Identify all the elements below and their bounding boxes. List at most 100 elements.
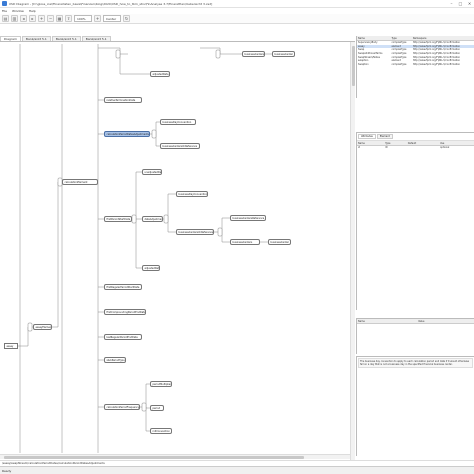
- zoom-value: 100%: [77, 16, 86, 21]
- vertical-scroll-thumb[interactable]: [352, 46, 355, 86]
- cell-namespace: http://www.fpml.org/FpML-5/confirmation: [412, 48, 461, 52]
- col-namespace[interactable]: Namespace: [411, 36, 474, 41]
- diagram-node-adjusted-date-top[interactable]: adjustedDate: [150, 71, 170, 77]
- print-icon[interactable]: ▦: [56, 15, 63, 22]
- diagram-node-frequency[interactable]: calculationPeriodFrequency: [104, 404, 140, 410]
- zoom-select[interactable]: 100%: [74, 15, 92, 22]
- tab-bank-2[interactable]: Bank/ankt 5.1: [51, 36, 81, 41]
- export-icon[interactable]: ⇪: [65, 15, 72, 22]
- diagram-node-period[interactable]: period: [150, 405, 164, 411]
- tab-attributes[interactable]: Attributes: [358, 134, 376, 139]
- horizontal-scroll-thumb[interactable]: [4, 456, 304, 459]
- cell-type: element: [390, 44, 412, 49]
- cell-namespace: http://www.fpml.org/FpML-5/confirmation: [412, 62, 461, 66]
- col-attr-type[interactable]: Type: [384, 141, 407, 146]
- diagram-node-first-compounding[interactable]: firstCompoundingPeriodEndDate: [104, 309, 146, 315]
- diagram-node-bcr-2[interactable]: businessCentersOrReference: [176, 229, 214, 235]
- back-icon[interactable]: ◂: [20, 15, 27, 22]
- diagram-node-business-center-top[interactable]: businessCenter: [272, 51, 295, 57]
- diagram-node-relative-termination[interactable]: relativeTerminationDate: [104, 97, 142, 103]
- cell-type: complexType: [391, 52, 407, 56]
- menu-window[interactable]: Window: [12, 9, 24, 13]
- open-icon[interactable]: ▤: [2, 15, 9, 22]
- diagram-node-business-centers-top[interactable]: businessCenters: [242, 51, 265, 57]
- canvas-horizontal-scrollbar[interactable]: [0, 454, 350, 459]
- cell-namespace: http://www.fpml.org/FpML-5/confirmation: [411, 44, 474, 49]
- expand-icon[interactable]: +: [38, 15, 45, 22]
- attributes-panel: Attributes Element Name Type Default Use…: [356, 132, 474, 310]
- tab-bank-3[interactable]: Bank/ankt 5.1: [81, 36, 111, 41]
- maximize-button[interactable]: □: [458, 1, 463, 6]
- cell-attr-use: optional: [439, 146, 450, 150]
- col-facet-value[interactable]: Value: [417, 319, 474, 324]
- save-icon[interactable]: ▥: [11, 15, 18, 22]
- col-attr-use[interactable]: Use: [438, 141, 474, 146]
- tab-element[interactable]: Element: [376, 134, 393, 139]
- cell-name: SwapStream/Notes: [358, 55, 380, 59]
- col-attr-default[interactable]: Default: [406, 141, 439, 146]
- col-name[interactable]: Name: [357, 36, 391, 41]
- diagram-node-adjusted-date[interactable]: adjustedDate: [142, 265, 160, 271]
- diagram-node-bcr-1[interactable]: businessCentersOrReference: [160, 143, 200, 149]
- refresh-icon[interactable]: ↻: [123, 15, 130, 22]
- cell-namespace: http://www.fpml.org/FpML-5/confirmation: [412, 52, 461, 56]
- align-select[interactable]: Center: [103, 15, 121, 22]
- table-row[interactable]: id ID optional: [357, 146, 474, 150]
- diagram-node-first-regular[interactable]: firstRegularPeriodStartDate: [104, 284, 142, 290]
- toolbar: ▤ ▥ ◂ ▸ + − ▦ ⇪ 100% + Center ↻: [0, 14, 474, 24]
- diagram-node-essay-element[interactable]: essayElement: [33, 324, 52, 330]
- diagram-node-bdc-2[interactable]: businessDayConvention: [176, 191, 208, 197]
- title-bar: XSD Diagram - [D:\gloss_ical\Finanzdaten…: [0, 0, 474, 8]
- diagram-node-last-regular[interactable]: lastRegularPeriodEndDate: [104, 334, 142, 340]
- minimize-button[interactable]: –: [450, 1, 453, 6]
- diagram-node-bdc-1[interactable]: businessDayConvention: [160, 119, 196, 125]
- diagram-node-period-multiplier[interactable]: periodMultiplier: [150, 381, 172, 387]
- element-path: /essay/swapStream/calculationPeriodDates…: [0, 460, 474, 466]
- cell-type: element: [391, 59, 401, 63]
- col-type[interactable]: Type: [390, 36, 412, 41]
- diagram-node-unadjusted-date[interactable]: unadjustedDate: [142, 169, 162, 175]
- diagram-node-business-centers[interactable]: businessCenters: [230, 239, 260, 245]
- cell-type: complexType: [391, 41, 407, 45]
- attributes-table: Name Type Default Use id ID optional: [357, 141, 474, 150]
- menu-file[interactable]: File: [2, 9, 8, 13]
- diagram-node-calculation[interactable]: calculationElement: [62, 179, 98, 185]
- col-facet-name[interactable]: Name: [357, 319, 418, 324]
- close-button[interactable]: ✕: [467, 1, 472, 6]
- cell-name: essay: [357, 44, 391, 49]
- align-value: Center: [106, 16, 117, 21]
- forward-icon[interactable]: ▸: [29, 15, 36, 22]
- canvas-vertical-scrollbar[interactable]: [350, 42, 355, 460]
- documentation-text: The business day convention to apply to …: [358, 358, 473, 368]
- attributes-tabs: Attributes Element: [357, 133, 474, 141]
- table-row[interactable]: SwapStream/Notes complexType http://www.fp…: [357, 55, 474, 59]
- diagram-node-root[interactable]: essay: [4, 343, 18, 349]
- cell-type: complexType: [391, 48, 407, 52]
- diagram-node-stub-period[interactable]: stubPeriodType: [104, 357, 126, 363]
- col-attr-name[interactable]: Name: [357, 141, 385, 146]
- diagram-node-date-adjustments[interactable]: dateAdjustments: [142, 216, 163, 222]
- diagram-canvas[interactable]: essay essayElement calculationElement ad…: [0, 42, 355, 460]
- collapse-icon[interactable]: −: [47, 15, 54, 22]
- diagram-node-roll-convention[interactable]: rollConvention: [150, 428, 172, 434]
- tab-bank-1[interactable]: Bank/ankt 5.1: [21, 36, 51, 41]
- status-bar: Ready: [0, 466, 474, 474]
- documentation-panel: The business day convention to apply to …: [356, 356, 474, 456]
- zoom-in-icon[interactable]: +: [94, 15, 101, 22]
- cell-name: Swaption: [358, 62, 369, 66]
- cell-type: complexType: [391, 55, 407, 59]
- app-icon: [2, 1, 7, 6]
- diagram-node-selected[interactable]: calculationPeriodDatesAdjustments: [104, 131, 150, 137]
- diagram-node-first-period[interactable]: firstPeriodStartDate: [104, 216, 132, 222]
- menu-help[interactable]: Help: [28, 9, 36, 13]
- diagram-node-business-center-leaf[interactable]: businessCenter: [268, 239, 291, 245]
- tab-diagram[interactable]: Diagram: [0, 36, 21, 41]
- diagram-node-bc-reference[interactable]: businessCentersReference: [230, 215, 266, 221]
- status-text: Ready: [2, 468, 12, 473]
